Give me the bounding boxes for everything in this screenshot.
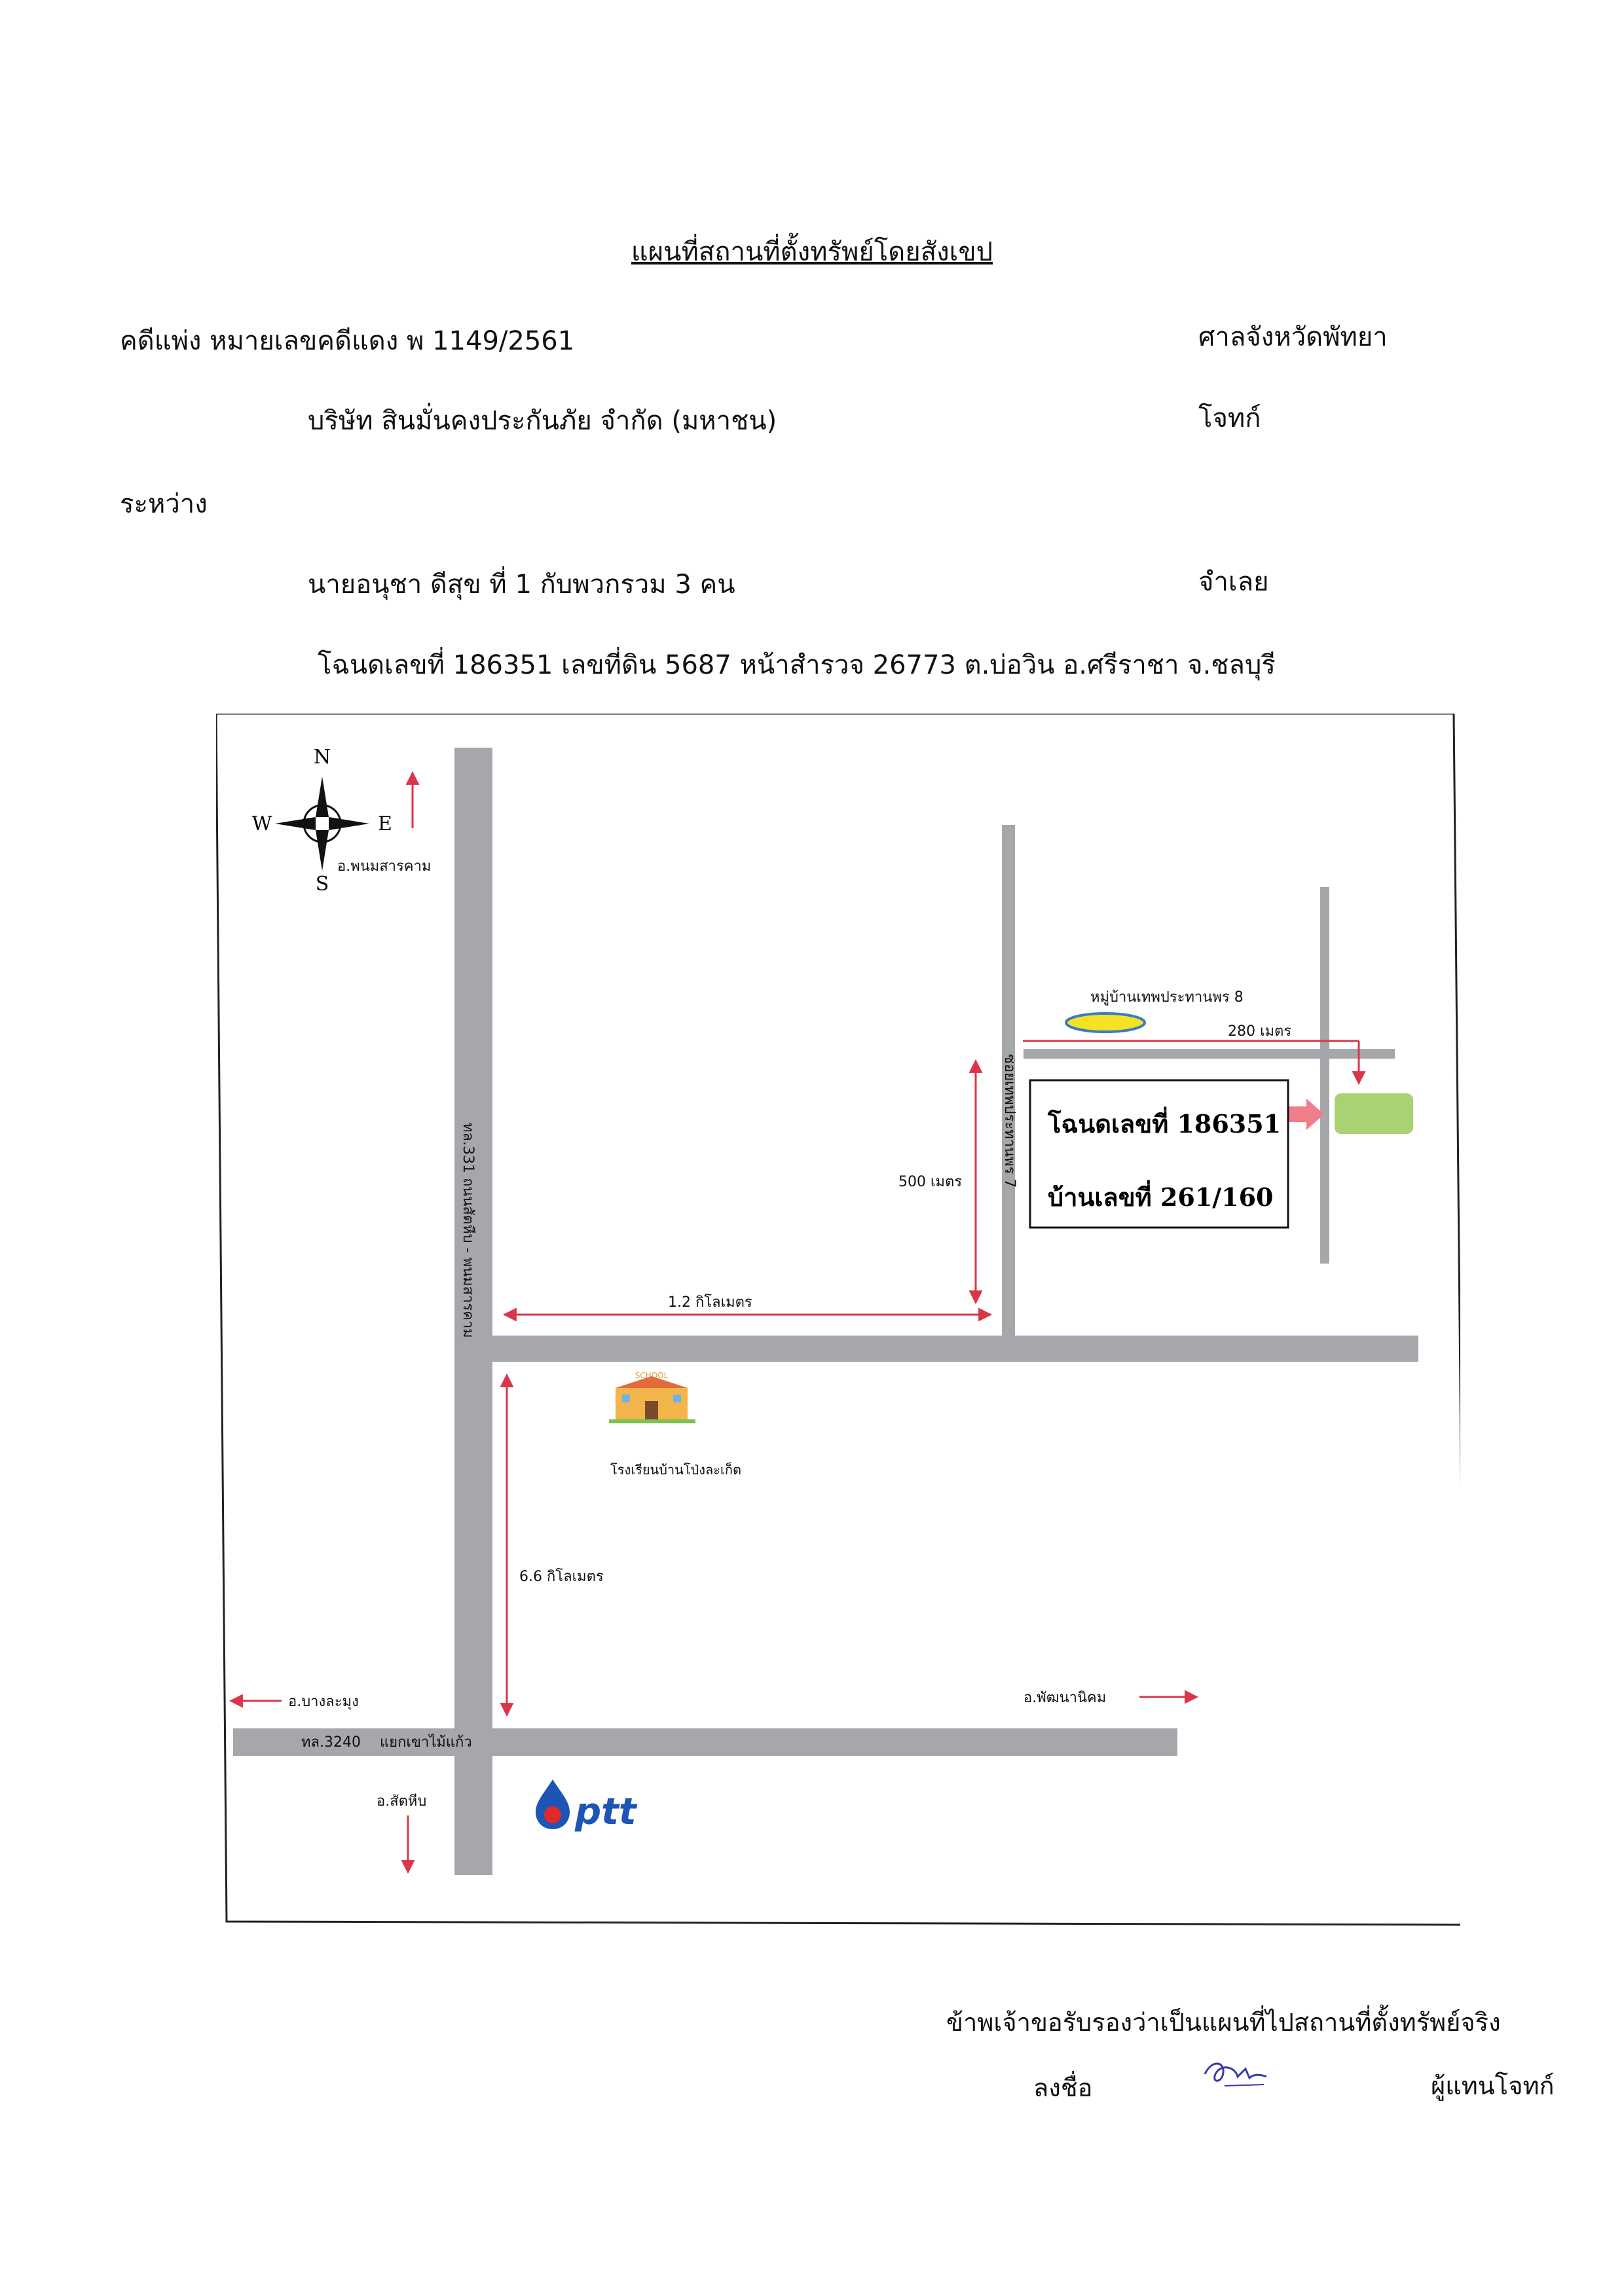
defendant-name: นายอนุชา ดีสุข ที่ 1 กับพวกรวม 3 คน xyxy=(308,570,735,600)
compass-icon xyxy=(275,776,369,871)
label-500m: 500 เมตร xyxy=(898,1174,962,1190)
compass-south: S xyxy=(316,873,329,896)
label-village: หมู่บ้านเทพประทานพร 8 xyxy=(1090,989,1244,1006)
highway-3240-road xyxy=(233,1728,1177,1756)
ptt-logo-icon: ptt xyxy=(536,1779,638,1833)
label-east-destination: อ.พัฒนานิคม xyxy=(1024,1690,1106,1706)
deed-details: โฉนดเลขที่ 186351 เลขที่ดิน 5687 หน้าสำร… xyxy=(318,650,1276,680)
defendant-role: จำเลย xyxy=(1198,567,1269,597)
court-name: ศาลจังหวัดพัทยา xyxy=(1198,322,1388,352)
label-west-destination: อ.บางละมุง xyxy=(288,1694,359,1710)
highway-331-road xyxy=(454,748,492,1875)
east-west-road xyxy=(470,1336,1418,1362)
property-plot xyxy=(1335,1093,1413,1134)
compass-north: N xyxy=(314,746,331,769)
property-box xyxy=(1029,1079,1289,1229)
label-1-2km: 1.2 กิโลเมตร xyxy=(668,1294,752,1311)
village-marker-icon xyxy=(1065,1012,1146,1033)
location-map: N S E W โฉนดเลขที่ 186351 บ้านเลขที่ 261… xyxy=(216,714,1460,1926)
property-deed-number: โฉนดเลขที่ 186351 xyxy=(1047,1106,1281,1139)
signature-icon xyxy=(1204,2062,1267,2086)
village-road xyxy=(1024,1049,1395,1059)
between-label: ระหว่าง xyxy=(120,489,208,519)
school-icon: SCHOOL xyxy=(609,1371,695,1423)
map-frame xyxy=(216,714,1460,1926)
label-soi: ซอยเทพประทานพร 7 xyxy=(1001,1054,1018,1188)
signer-role: ผู้แทนโจทก์ xyxy=(1431,2071,1555,2100)
label-280m: 280 เมตร xyxy=(1228,1023,1291,1040)
label-road-3240: ทล.3240 xyxy=(301,1734,361,1751)
compass-east: E xyxy=(378,812,392,835)
compass-west: W xyxy=(252,812,272,835)
property-access-road xyxy=(1320,887,1329,1264)
ptt-logo-text: ptt xyxy=(574,1791,638,1833)
certification-statement: ข้าพเจ้าขอรับรองว่าเป็นแผนที่ไปสถานที่ตั… xyxy=(946,2008,1501,2037)
label-south-destination: อ.สัตหีบ xyxy=(377,1793,426,1810)
case-number: คดีแพ่ง หมายเลขคดีแดง พ 1149/2561 xyxy=(120,326,575,356)
sign-label: ลงชื่อ xyxy=(1033,2073,1093,2102)
school-sign: SCHOOL xyxy=(635,1371,669,1380)
property-house-number: บ้านเลขที่ 261/160 xyxy=(1048,1180,1274,1212)
property-pointer-icon xyxy=(1283,1099,1324,1130)
label-school: โรงเรียนบ้านโป่งละเก็ต xyxy=(610,1461,741,1478)
soi-road xyxy=(1002,825,1015,1342)
label-junction: แยกเขาไม้แก้ว xyxy=(380,1734,472,1751)
label-6-6km: 6.6 กิโลเมตร xyxy=(519,1568,604,1585)
roads xyxy=(233,748,1418,1875)
label-north-destination: อ.พนมสารคาม xyxy=(337,858,431,875)
plaintiff-name: บริษัท สินมั่นคงประกันภัย จำกัด (มหาชน) xyxy=(308,406,777,436)
plaintiff-role: โจทก์ xyxy=(1198,403,1261,433)
document-title: แผนที่สถานที่ตั้งทรัพย์โดยสังเขป xyxy=(631,237,993,267)
label-highway-331: ทล.331 ถนนสัตหีบ - พนมสารคาม xyxy=(460,1123,476,1338)
